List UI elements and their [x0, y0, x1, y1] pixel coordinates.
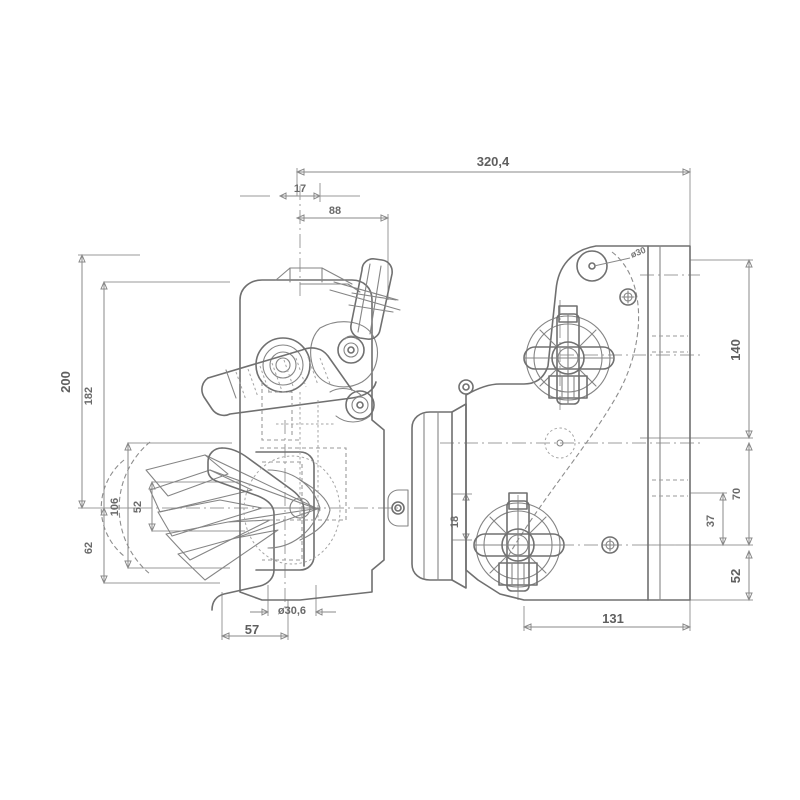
dim-height-200: 200 [58, 371, 73, 393]
upper-bolt-assembly [523, 305, 615, 405]
dim-width-57: 57 [245, 622, 259, 637]
dim-height-37: 37 [705, 515, 717, 527]
dim-height-106: 106 [109, 498, 121, 516]
dim-offset-88: 88 [329, 205, 341, 217]
dim-diameter-bore: ø30,6 [278, 605, 306, 617]
dim-offset-17: 17 [294, 183, 306, 195]
locking-pin [329, 258, 401, 340]
dimension-labels: 320,4 17 88 200 182 106 52 62 140 70 37 … [58, 154, 743, 637]
dim-thickness-18: 18 [449, 516, 461, 528]
dim-height-52-right: 52 [728, 569, 743, 583]
dim-height-140: 140 [728, 339, 743, 361]
coupling-housing [201, 267, 385, 601]
dim-height-62: 62 [83, 542, 95, 554]
dim-height-70: 70 [731, 488, 743, 500]
lower-bolt-assembly [473, 492, 565, 592]
hook-assembly [100, 441, 341, 611]
dim-width-131: 131 [602, 611, 624, 626]
dim-height-52-left: 52 [132, 501, 144, 513]
dim-height-182: 182 [83, 387, 95, 405]
damper-cylinder [387, 403, 467, 589]
dim-overall-length: 320,4 [477, 154, 510, 169]
